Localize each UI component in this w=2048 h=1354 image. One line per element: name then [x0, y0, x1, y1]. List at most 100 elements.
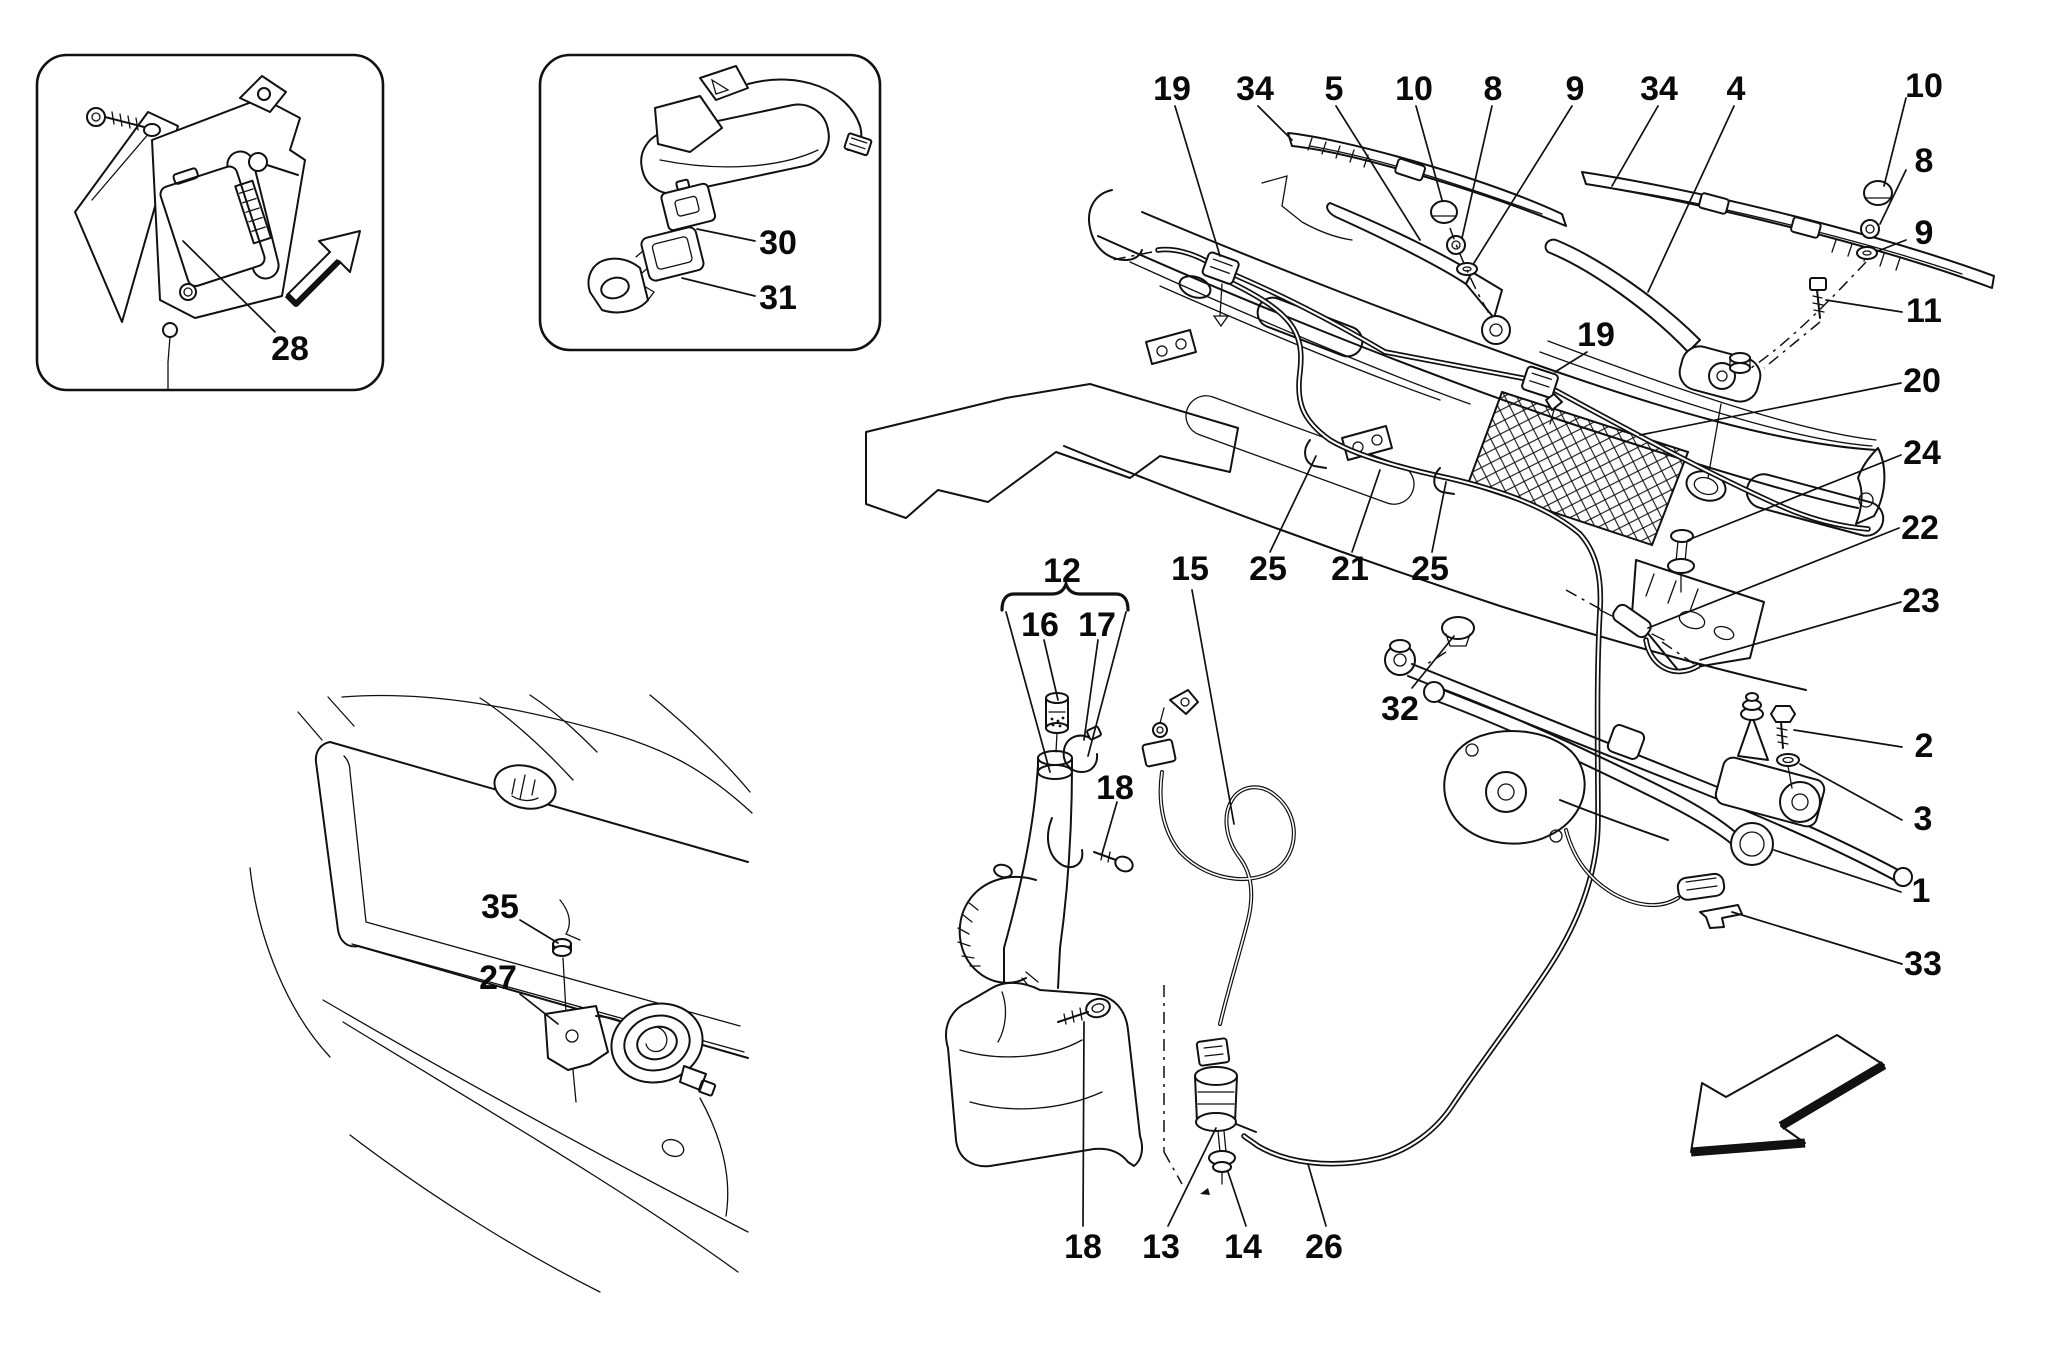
hose-clip-19b [1521, 365, 1559, 399]
washer-3 [1776, 753, 1800, 789]
callout-25b: 25 [1411, 550, 1449, 588]
grommet-32 [1423, 616, 1475, 667]
bumper [249, 867, 749, 1293]
leader-35 [519, 919, 559, 944]
grille-crosshatch [1466, 390, 1690, 547]
vent-hose-spiral [957, 863, 1039, 991]
washer-pump-13 [1194, 1037, 1257, 1153]
ecu-bracket-assembly [74, 75, 306, 391]
callout-26: 26 [1305, 1228, 1343, 1266]
callout-3: 3 [1914, 800, 1933, 838]
pivot-pad-right [1678, 345, 1762, 403]
callout-20: 20 [1903, 362, 1941, 400]
grommet-14 [1200, 1150, 1236, 1195]
callout-10a: 10 [1395, 70, 1433, 108]
nut-8b [1860, 219, 1880, 239]
arrow-ne-icon [284, 230, 361, 307]
leader-27 [519, 993, 559, 1025]
hose-clip-25a [1304, 439, 1327, 469]
cable-terminal [1141, 689, 1199, 768]
cap-ring-17 [1062, 725, 1102, 773]
horn-27 [610, 1002, 717, 1097]
spindle-right [1714, 692, 1826, 828]
callout-9a: 9 [1566, 70, 1585, 108]
cap-10a [1430, 200, 1458, 224]
sensor-holder-31 [635, 226, 705, 282]
inset-box-ecu: 28 [35, 53, 385, 392]
callout-18a: 18 [1096, 769, 1134, 807]
callout-35: 35 [481, 888, 519, 926]
sensor-cover [587, 257, 655, 314]
hose-clip-19a [1201, 251, 1240, 285]
callout-21: 21 [1331, 550, 1369, 588]
callout-8b: 8 [1915, 142, 1934, 180]
washer-9b [1856, 246, 1878, 260]
cowl-panel [865, 189, 1886, 691]
horn-assembly [544, 938, 717, 1103]
bolt-11 [1809, 277, 1827, 319]
callout-25a: 25 [1249, 550, 1287, 588]
callout-1: 1 [1912, 872, 1931, 910]
bracket-bolt-18a [1047, 817, 1134, 873]
callout-16: 16 [1021, 606, 1059, 644]
filler-neck-12 [1003, 750, 1073, 989]
bottle-bolt-18b [1057, 997, 1111, 1025]
hardware-stack-left [1430, 200, 1493, 319]
callout-24: 24 [1903, 434, 1941, 472]
right-bracket [1631, 559, 1765, 671]
callout-19a: 19 [1153, 70, 1191, 108]
mirror-assembly [640, 65, 873, 195]
harness-connector-33 [1676, 872, 1743, 929]
strainer-16 [1045, 692, 1069, 753]
callout-15: 15 [1171, 550, 1209, 588]
callout-28: 28 [271, 330, 309, 368]
callout-32: 32 [1381, 690, 1419, 728]
nut-icon [162, 322, 178, 363]
callout-2: 2 [1915, 727, 1934, 765]
arrow-sw-icon [1690, 1034, 1887, 1157]
rain-sensor-30 [660, 178, 717, 232]
connector-icon [843, 132, 873, 157]
callout-31: 31 [759, 279, 797, 317]
wiper-blade-right-34 [1581, 171, 1995, 289]
callout-10b: 10 [1905, 67, 1943, 105]
washer-bottle [945, 982, 1143, 1168]
leader-28 [182, 240, 276, 333]
callout-13: 13 [1142, 1228, 1180, 1266]
callout-23: 23 [1902, 582, 1940, 620]
callout-17: 17 [1078, 606, 1116, 644]
washer-hoses [1111, 250, 1868, 1164]
ecu-module [159, 165, 272, 288]
wiper-linkage [1384, 639, 1913, 929]
emblem [493, 764, 557, 810]
brace-12 [1000, 578, 1130, 612]
callout-27: 27 [479, 959, 517, 997]
callout-19c: 19 [1577, 316, 1615, 354]
hardware-stack-right [1747, 180, 1893, 371]
bolt-2 [1770, 705, 1796, 749]
callout-5: 5 [1325, 70, 1344, 108]
callout-8a: 8 [1484, 70, 1503, 108]
callout-12: 12 [1043, 552, 1081, 590]
cap-10b [1863, 180, 1893, 206]
inset-box-mirror: 30 31 [538, 53, 882, 352]
wiper-arm-left-5 [1261, 175, 1511, 345]
leader-30 [696, 228, 756, 242]
callout-11: 11 [1906, 292, 1942, 330]
screw-icon [86, 107, 161, 137]
callout-4: 4 [1727, 70, 1746, 108]
wiper-motor [1443, 730, 1669, 845]
washer-9a [1456, 262, 1478, 276]
callout-labels: 19 34 5 10 8 9 34 4 10 8 9 11 20 24 22 2… [1021, 67, 1943, 1266]
leader-31 [681, 277, 756, 297]
washer-reservoir-group [945, 689, 1296, 1195]
callout-34b: 34 [1640, 70, 1678, 108]
rivet-24 [1667, 529, 1695, 593]
ball-socket-1 [1730, 822, 1774, 866]
hose-clip-25b [1433, 467, 1455, 495]
wiper-arm-right-4 [1544, 238, 1762, 403]
callout-18b: 18 [1064, 1228, 1102, 1266]
callout-14: 14 [1224, 1228, 1262, 1266]
